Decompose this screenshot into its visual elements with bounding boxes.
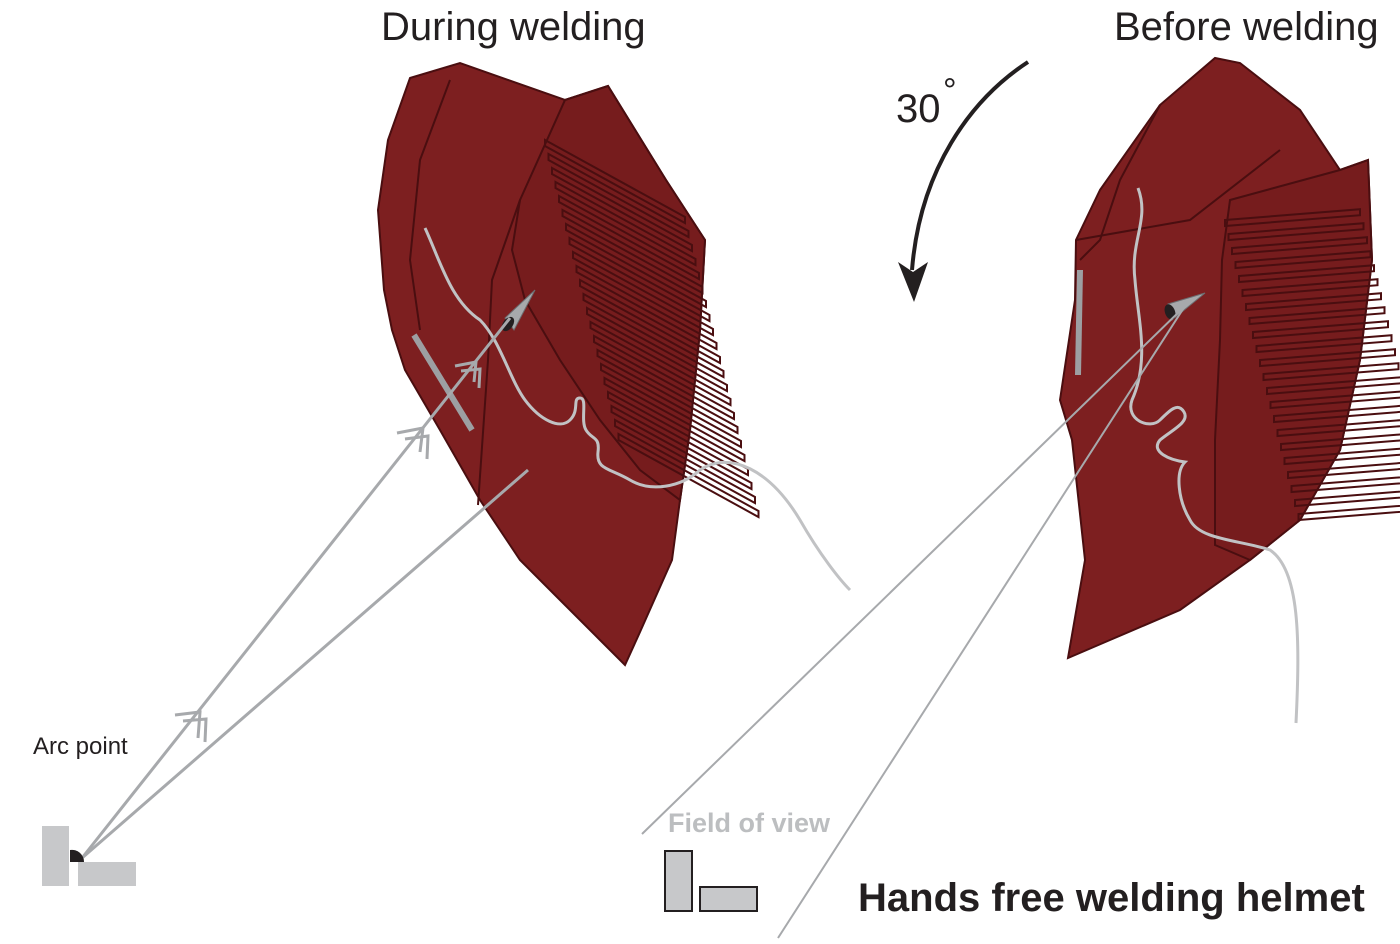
fov-line-left <box>641 305 1186 835</box>
vent-rib <box>565 222 707 309</box>
label-angle-value: 30 <box>896 87 941 131</box>
sight-line-lower-during <box>81 468 529 860</box>
lens-slot-during <box>411 333 475 432</box>
helmet-during-welding <box>376 61 852 667</box>
helmet-inner-edge-before <box>1075 149 1281 241</box>
workpiece-horizontal-right <box>699 886 758 912</box>
label-field-of-view: Field of view <box>668 808 831 838</box>
vent-rib <box>1245 292 1382 312</box>
field-of-view-workpiece <box>664 850 758 912</box>
rotation-arrowhead <box>898 262 928 302</box>
lens-slot-before <box>1075 269 1083 376</box>
sight-lines-during <box>80 317 529 860</box>
label-arc-point: Arc point <box>33 733 128 760</box>
vent-rib <box>586 306 728 393</box>
vent-rib <box>600 362 742 449</box>
eye-during <box>501 316 515 332</box>
vent-rib <box>1273 404 1400 424</box>
field-of-view-lines <box>641 305 1186 939</box>
eye-before <box>1164 304 1176 320</box>
vent-rib <box>1234 250 1372 270</box>
vent-rib <box>551 166 693 253</box>
vent-rib <box>579 278 721 365</box>
vent-rib <box>1276 419 1400 438</box>
workpiece-horizontal-left <box>78 862 136 886</box>
fov-line-right <box>777 305 1186 939</box>
vent-rib <box>614 418 756 505</box>
vent-rib <box>544 138 686 225</box>
vent-rib <box>1255 334 1393 354</box>
vent-rib <box>1259 348 1396 368</box>
vent-rib <box>561 208 704 295</box>
vent-rib <box>1248 306 1386 326</box>
vent-rib <box>596 348 739 435</box>
rotation-arrow-arc <box>910 60 1030 271</box>
vent-rib <box>547 152 690 239</box>
vent-rib <box>593 334 735 421</box>
label-before-welding: Before welding <box>1114 5 1379 49</box>
helmet-inner-edge-during <box>477 199 521 506</box>
vent-rib <box>607 390 749 477</box>
rotation-arrow <box>898 60 1030 302</box>
vent-rib <box>1283 447 1400 466</box>
helmet-vent-ribs-during <box>544 138 760 519</box>
vent-rib <box>1231 236 1368 256</box>
vent-rib <box>575 264 718 351</box>
vent-rib <box>1280 433 1400 452</box>
vent-rib <box>1238 264 1375 284</box>
vent-rib <box>568 236 711 323</box>
vent-rib <box>1227 222 1365 242</box>
chevron-arrow-3 <box>454 360 482 389</box>
helmet-before-welding <box>1058 56 1400 724</box>
chevron-arrow-2 <box>396 426 430 460</box>
vent-rib <box>603 376 746 463</box>
arc-point-workpiece <box>42 826 136 886</box>
vent-rib <box>617 432 760 519</box>
vent-rib <box>589 320 732 407</box>
vent-rib <box>1224 208 1361 228</box>
label-during-welding: During welding <box>381 5 646 49</box>
vent-rib <box>582 292 725 379</box>
helmet-vent-ribs-before <box>1224 208 1400 522</box>
vent-rib <box>1241 278 1379 298</box>
vent-rib <box>1294 490 1400 508</box>
vent-rib <box>1266 376 1400 396</box>
chevron-arrow-1 <box>174 710 208 743</box>
vent-rib <box>1290 476 1400 494</box>
face-profile-during <box>423 227 852 592</box>
vent-rib <box>1262 362 1400 382</box>
caption-title: Hands free welding helmet <box>858 876 1365 920</box>
helmet-edge-before <box>1079 104 1161 261</box>
vent-rib <box>1269 390 1400 410</box>
label-angle-unit: ° <box>943 72 957 110</box>
vent-rib <box>1252 320 1389 340</box>
helmet-edge-during <box>408 79 451 331</box>
vent-rib <box>572 250 714 337</box>
vent-rib <box>1297 504 1400 522</box>
vent-rib <box>1287 462 1400 480</box>
vent-rib <box>554 180 697 267</box>
face-profile-before <box>1129 187 1300 724</box>
vent-rib <box>558 194 700 281</box>
workpiece-vertical-left <box>42 826 69 886</box>
workpiece-vertical-right <box>664 850 693 912</box>
sight-line-upper-during <box>80 317 512 859</box>
vent-rib <box>610 404 753 491</box>
arc-weld-point <box>70 849 85 862</box>
